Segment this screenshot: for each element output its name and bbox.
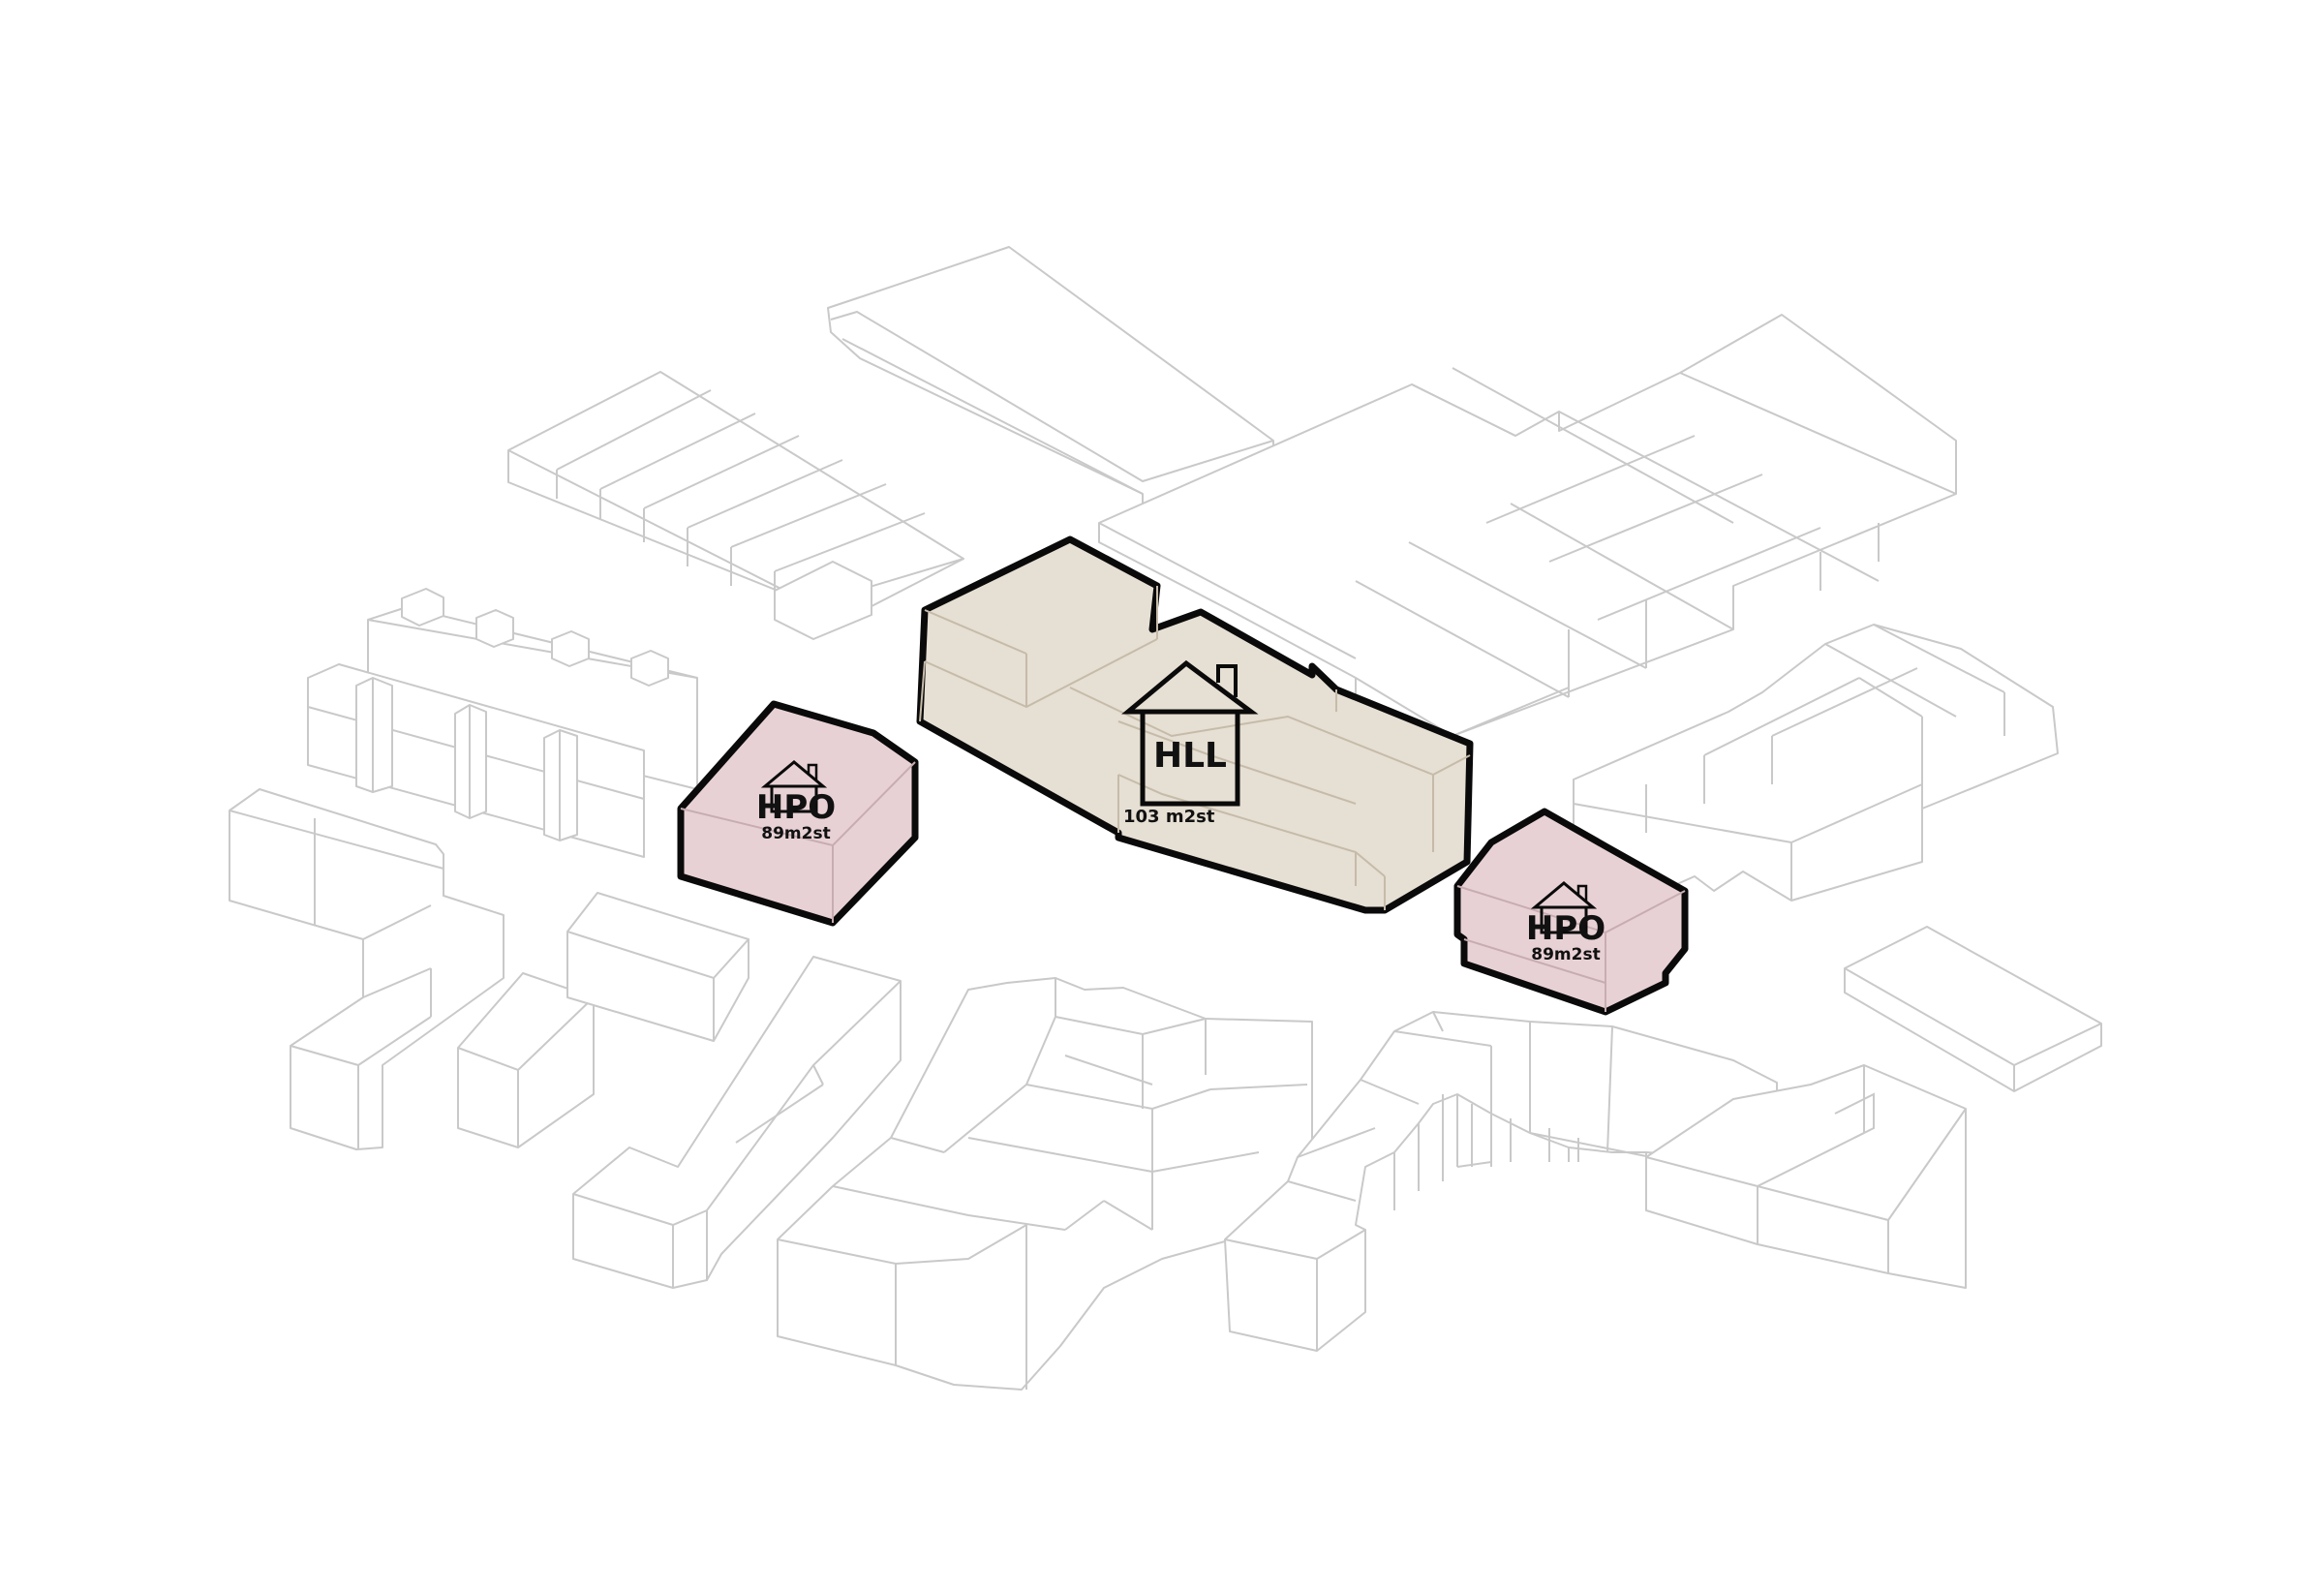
hll-area: 103 m2st <box>1123 807 1215 827</box>
hpo-west-outline <box>677 700 919 927</box>
hll-block: HLL 103 m2st <box>916 535 1474 914</box>
hll-block-outline <box>916 535 1474 914</box>
context-building-sw-lblock <box>229 788 505 1150</box>
context-building-nw-row <box>507 371 964 640</box>
hpo-east-label: HPO <box>1526 909 1605 948</box>
context-building-far-east <box>1844 926 2102 1092</box>
context-building-se-crescent <box>1224 1011 1778 1352</box>
context-building-north-bar <box>827 246 1274 505</box>
context-buildings <box>229 246 2102 1391</box>
context-building-sw-cube <box>457 972 595 1148</box>
hpo-west-edges <box>680 761 916 923</box>
hpo-west-block: HPO 89m2st <box>677 700 919 927</box>
hll-label: HLL <box>1153 736 1227 776</box>
hpo-east-edges <box>1456 885 1686 1012</box>
context-building-south-courtyard <box>572 956 902 1289</box>
hpo-east-house-icon <box>1530 881 1598 934</box>
context-building-east-cluster <box>1573 624 2059 902</box>
hpo-west-house-icon <box>760 760 828 813</box>
hll-house-icon <box>1121 659 1259 807</box>
hpo-east-block: HPO 89m2st <box>1453 808 1689 1016</box>
context-building-west-terrace <box>307 663 645 858</box>
context-building-center-south <box>566 892 749 1042</box>
context-building-south-complex <box>777 977 1313 1391</box>
hpo-west-label: HPO <box>756 788 836 827</box>
context-building-far-se <box>1645 1064 1967 1289</box>
context-building-ne-complex <box>1098 314 1957 776</box>
hpo-west-area: 89m2st <box>761 824 830 843</box>
hpo-east-area: 89m2st <box>1531 945 1600 964</box>
